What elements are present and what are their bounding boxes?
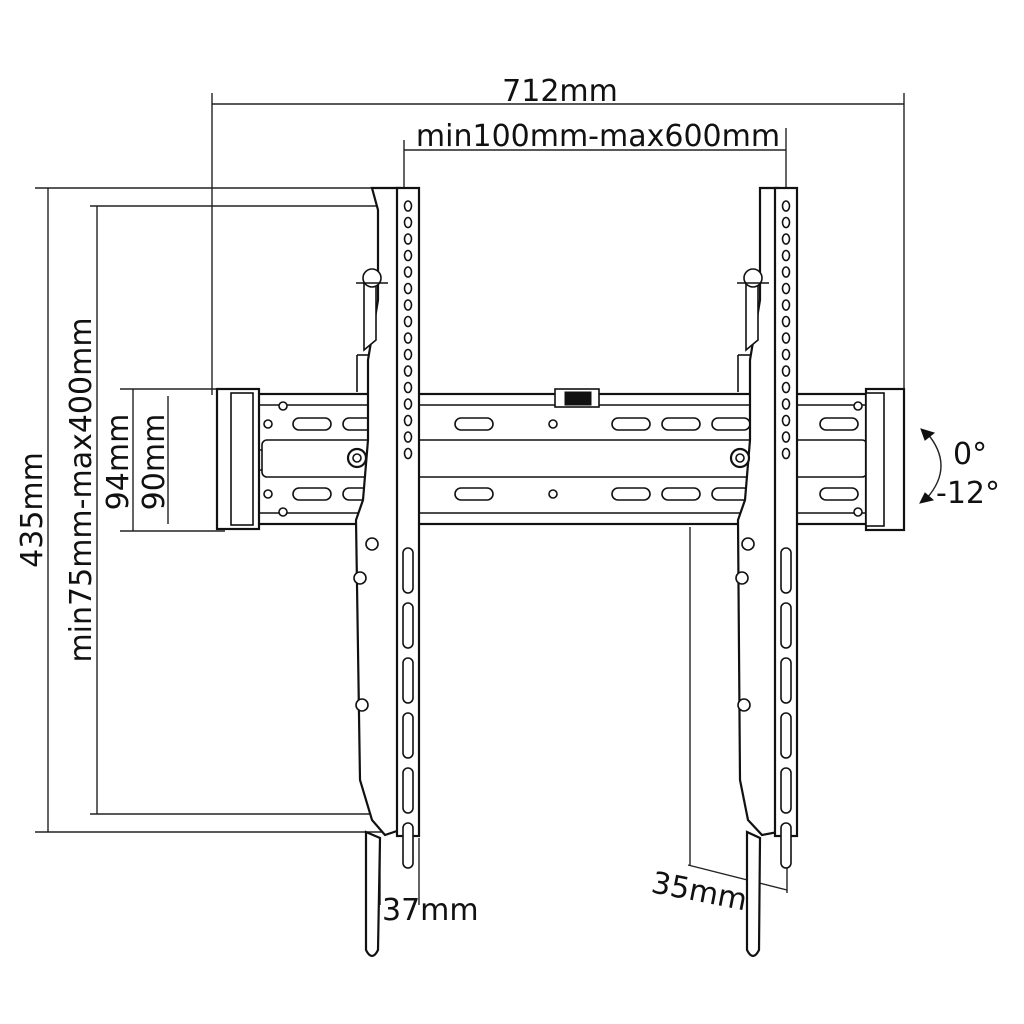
- vesa-hole: [781, 216, 791, 229]
- vesa-hole: [781, 233, 791, 245]
- vesa-hole: [403, 216, 413, 229]
- vesa-hole: [781, 348, 791, 361]
- rail-slot: [611, 487, 651, 501]
- bracket-hole: [737, 698, 751, 712]
- rail-slot: [819, 417, 859, 431]
- rail-slot: [611, 417, 651, 431]
- vesa-hole: [403, 233, 413, 245]
- overall-width-label: 712mm: [502, 74, 618, 109]
- wall-plate-slots: [263, 401, 863, 517]
- dimension-lines: [35, 93, 905, 905]
- tilt-arc-icon: [919, 428, 942, 504]
- vesa-hole: [781, 282, 791, 295]
- vesa-hole: [403, 447, 413, 460]
- bracket-hole: [355, 698, 369, 712]
- vesa-hole: [403, 398, 413, 410]
- rail-slot: [661, 487, 701, 501]
- bracket-hole: [741, 537, 755, 551]
- vesa-hole: [781, 299, 791, 311]
- vesa-slot: [402, 547, 414, 594]
- vesa-hole: [403, 200, 413, 212]
- vesa-hole: [403, 348, 413, 361]
- vesa-hole: [781, 266, 791, 278]
- tilt-knob: [743, 268, 763, 288]
- vesa-hole: [403, 249, 413, 262]
- vesa-slot: [780, 657, 792, 704]
- vesa-slot: [402, 712, 414, 759]
- rail-height-outer-label: 94mm: [101, 414, 136, 511]
- rail-hole: [548, 419, 558, 429]
- vesa-slot: [780, 822, 792, 869]
- pivot-bolt-center: [352, 453, 362, 463]
- rail-slot: [661, 417, 701, 431]
- bracket-hole: [735, 571, 749, 585]
- vesa-hole: [781, 398, 791, 410]
- wall-plate: [215, 387, 906, 532]
- rail-slot: [711, 417, 751, 431]
- vesa-hole: [781, 414, 791, 427]
- tilt-up-label: 0°: [953, 437, 987, 472]
- rail-bolt: [853, 507, 863, 517]
- bracket-hole: [365, 537, 379, 551]
- vesa-hole: [403, 315, 413, 328]
- bracket-depth-label: 37mm: [382, 893, 479, 928]
- rail-height-inner-label: 90mm: [137, 414, 172, 511]
- vesa-hole: [403, 431, 413, 443]
- vesa-slot: [780, 767, 792, 814]
- rail-bolt: [853, 401, 863, 411]
- rail-slot: [292, 487, 332, 501]
- vesa-hole: [781, 431, 791, 443]
- vesa-slot: [402, 657, 414, 704]
- rail-slot: [292, 417, 332, 431]
- rail-bolt: [278, 507, 288, 517]
- vesa-hole: [781, 332, 791, 344]
- rail-slot: [454, 417, 494, 431]
- vesa-slot: [780, 602, 792, 649]
- vesa-slot: [402, 822, 414, 869]
- tilt-knob: [362, 268, 382, 288]
- tilt-down-label: -12°: [936, 476, 1000, 511]
- vesa-slot: [780, 547, 792, 594]
- vesa-slot: [780, 712, 792, 759]
- vesa-hole: [781, 249, 791, 262]
- rail-hole: [263, 489, 273, 499]
- vesa-hole: [781, 365, 791, 377]
- vesa-slot: [402, 602, 414, 649]
- rail-bolt: [278, 401, 288, 411]
- vesa-slot: [402, 767, 414, 814]
- bracket-hole: [353, 571, 367, 585]
- vesa-hole: [403, 414, 413, 427]
- vesa-horizontal-label: min100mm-max600mm: [416, 119, 780, 154]
- vesa-hole: [781, 200, 791, 212]
- pivot-bolt-center: [735, 453, 745, 463]
- vesa-vertical-label: min75mm-max400mm: [64, 317, 99, 662]
- vesa-hole: [781, 315, 791, 328]
- vesa-hole: [403, 282, 413, 295]
- bracket-holes: [346, 200, 792, 869]
- vesa-hole: [403, 381, 413, 394]
- wall-depth-label: 35mm: [648, 865, 750, 918]
- vesa-hole: [781, 447, 791, 460]
- vesa-hole: [403, 332, 413, 344]
- vesa-hole: [403, 365, 413, 377]
- rail-slot: [454, 487, 494, 501]
- overall-height-label: 435mm: [15, 452, 50, 568]
- rail-hole: [263, 419, 273, 429]
- vesa-hole: [403, 266, 413, 278]
- rail-hole: [548, 489, 558, 499]
- rail-slot: [819, 487, 859, 501]
- vesa-hole: [403, 299, 413, 311]
- vesa-hole: [781, 381, 791, 394]
